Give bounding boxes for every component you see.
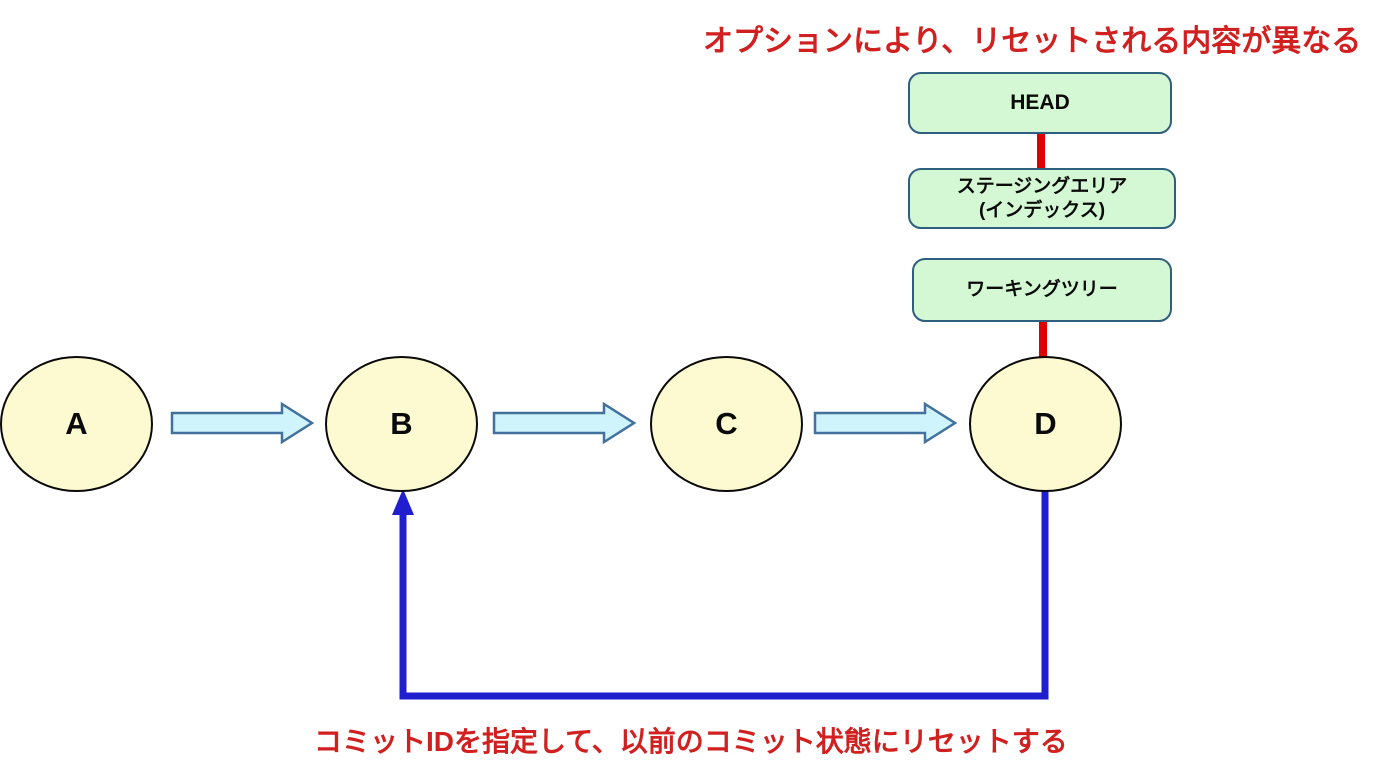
commit-label-a: A [65,406,88,441]
flow-arrow-c-to-d [813,401,958,445]
commit-label-b: B [390,406,413,441]
commit-label-c: C [715,406,738,441]
commit-label-d: D [1034,406,1057,441]
reset-arrow-line [399,490,1049,700]
reset-arrow-head [392,489,414,515]
commit-node-d: D [969,356,1122,492]
commit-node-a: A [0,356,153,492]
flow-arrow-b-to-c [492,401,637,445]
area-box-working-tree: ワーキングツリー [912,258,1172,322]
area-label-staging: ステージングエリア (インデックス) [956,175,1128,221]
commit-node-b: B [325,356,478,492]
flow-arrow-a-to-b [170,401,315,445]
area-label-working-tree: ワーキングツリー [966,279,1118,301]
area-box-head: HEAD [908,72,1172,134]
area-box-staging: ステージングエリア (インデックス) [908,168,1176,229]
commit-node-c: C [650,356,803,492]
annotation-reset-commit-id: コミットIDを指定して、以前のコミット状態にリセットする [314,726,1068,757]
area-label-head: HEAD [1010,90,1070,114]
annotation-reset-options: オプションにより、リセットされる内容が異なる [703,25,1362,58]
